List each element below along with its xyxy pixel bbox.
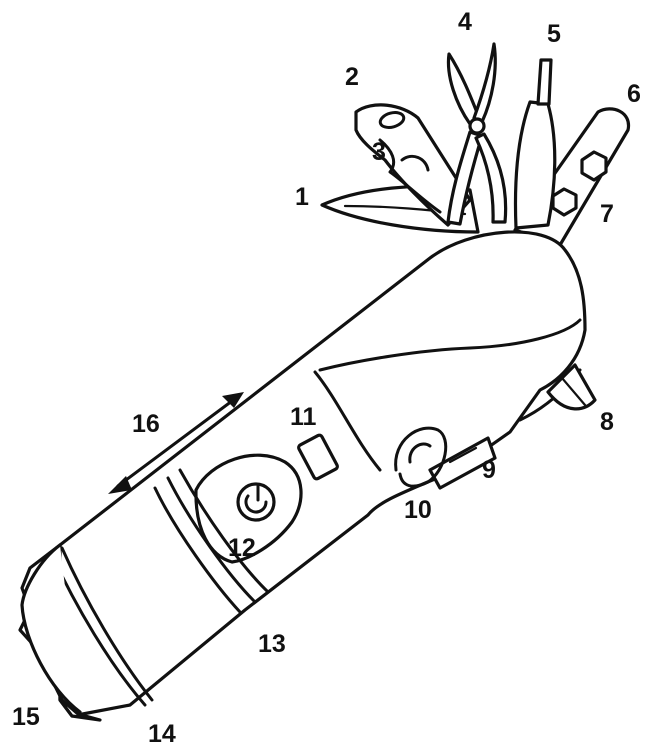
hex-nut-large: [580, 150, 608, 182]
length-arrow: [108, 392, 244, 494]
scissors-handle-left: [446, 130, 484, 226]
opener-hole: [378, 111, 406, 129]
callout-7: 7: [600, 200, 614, 228]
hex-nut-small: [551, 187, 578, 217]
bottle-opener-tool: [354, 103, 472, 227]
callout-15: 15: [12, 703, 40, 731]
power-icon: [244, 494, 268, 514]
scissors-pivot: [468, 117, 486, 135]
seatbelt-cutter: [428, 436, 497, 490]
callout-1: 1: [295, 183, 309, 211]
lanyard-ring: [394, 426, 448, 488]
callout-12: 12: [228, 534, 256, 562]
callout-10: 10: [404, 496, 432, 524]
callout-13: 13: [258, 630, 286, 658]
callout-4: 4: [458, 8, 472, 36]
callout-3: 3: [372, 138, 386, 166]
indicator-window: [297, 433, 339, 481]
scissors-blade-right: [472, 42, 497, 124]
callout-16: 16: [132, 410, 160, 438]
callout-11: 11: [290, 403, 317, 431]
callout-5: 5: [547, 20, 561, 48]
callout-8: 8: [600, 408, 614, 436]
callout-2: 2: [345, 63, 359, 91]
power-button: [236, 482, 276, 522]
glass-breaker: [546, 363, 597, 411]
callout-9: 9: [482, 456, 496, 484]
callout-6: 6: [627, 80, 641, 108]
awl-tip: [536, 58, 553, 106]
grip-band: [153, 486, 242, 614]
scissors-handle-right: [474, 132, 508, 224]
awl-tool: [513, 100, 557, 230]
callout-14: 14: [148, 720, 176, 748]
